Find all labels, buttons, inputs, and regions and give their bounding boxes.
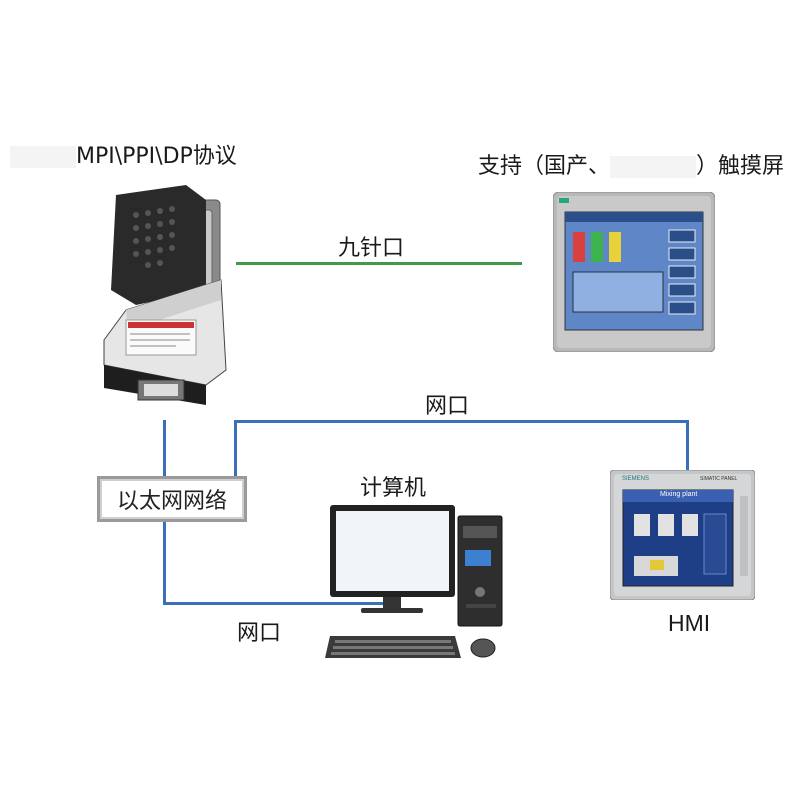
serial-cable-line [236,262,522,265]
ethernet-network-box: 以太网网络 [97,476,247,522]
ethernet-line-hmi-down [686,420,689,472]
redacted-brand-block [610,156,697,178]
computer-label: 计算机 [360,476,427,501]
ethernet-line-bottom [163,602,398,605]
hmi-screen-title: Mixing plant [660,491,698,498]
touchscreen-image [553,192,715,352]
ethernet-network-label: 以太网网络 [116,489,227,514]
gateway-module-image [103,185,227,405]
hmi-label: HMI [668,610,711,636]
gateway-protocol-label: MPI\PPI\DP协议 [10,138,237,170]
hmi-brand-text: SIEMENS [622,476,650,482]
net-port-top-label: 网口 [425,394,470,419]
net-port-bottom-label: 网口 [237,621,282,646]
computer-image [325,505,503,658]
hmi-panel-image [610,470,755,600]
redacted-brand-block [10,146,76,168]
ethernet-line-left-up [234,420,237,476]
nine-pin-label: 九针口 [338,236,405,261]
touchscreen-support-label: 支持（国产、）触摸屏 [478,154,785,179]
ethernet-line-top [234,420,689,423]
hmi-model-text: SIMATIC PANEL [700,476,738,482]
